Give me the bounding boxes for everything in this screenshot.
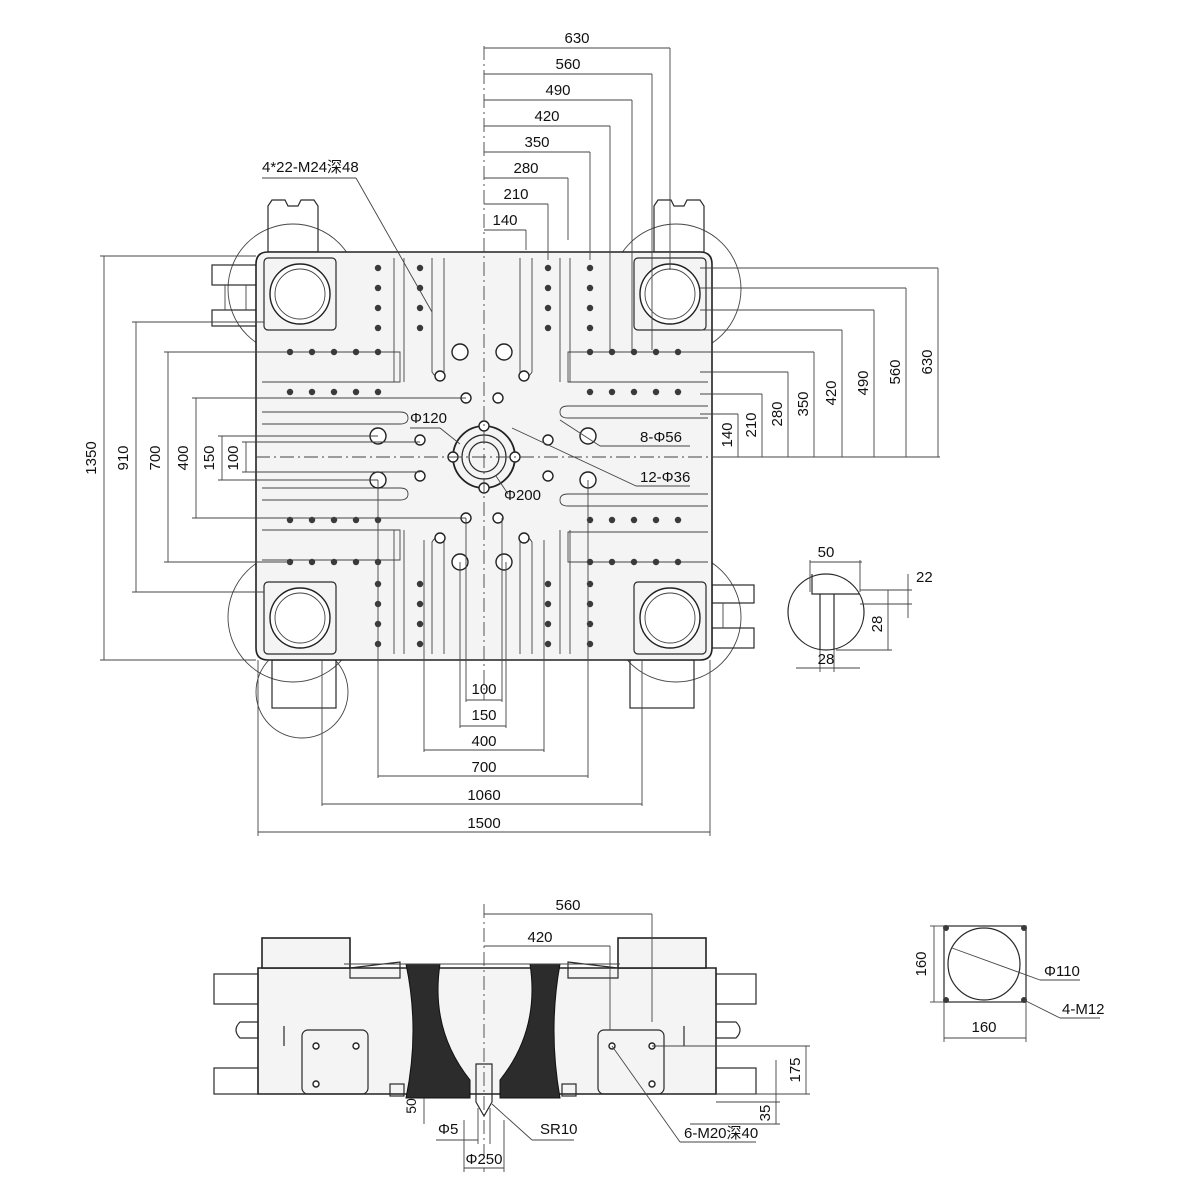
cavity-left [405,963,471,1099]
cavity-right [499,963,561,1099]
dim-left-910: 910 [115,445,132,470]
dim-bottom-150: 150 [471,707,496,724]
side-top-block-right [617,937,707,969]
label-holes-small: 12-Φ36 [640,469,690,486]
tab-br-2 [711,627,755,649]
dim-right-350: 350 [795,391,812,416]
label-flange-diameter: Φ110 [1044,963,1080,980]
dim-left-1350: 1350 [83,441,100,474]
dim-top-140: 140 [492,212,517,229]
dim-right-560: 560 [887,359,904,384]
lower-block-left [271,659,337,709]
dim-top-280: 280 [513,160,538,177]
dim-bottom-700: 700 [471,759,496,776]
side-top-block-left [261,937,351,969]
dim-right-490: 490 [855,370,872,395]
dim-right-210: 210 [743,412,760,437]
dim-slot-lip: 22 [916,569,933,586]
label-platen-ring: Φ200 [504,487,541,504]
lower-block-right [629,659,695,709]
dim-side-560: 560 [555,897,580,914]
label-flange-screws: 4-M12 [1062,1001,1105,1018]
label-side-threads: 6-M20深40 [684,1125,758,1142]
dim-top-210: 210 [503,186,528,203]
dim-side-phi5: Φ5 [438,1121,458,1138]
dim-side-35: 35 [757,1105,774,1122]
right-dimension-chain: 630 560 490 420 350 280 210 140 [700,267,940,458]
flange-detail: 160 160 Φ110 4-M12 [913,925,1105,1042]
dim-top-560: 560 [555,56,580,73]
dim-side-50: 50 [403,1098,419,1114]
dim-right-420: 420 [823,380,840,405]
label-tapped-holes: 4*22-M24深48 [262,159,359,176]
dim-side-phi250: Φ250 [466,1151,503,1168]
tab-br-1 [711,584,755,604]
side-body [257,967,717,1095]
dim-side-175: 175 [787,1057,804,1082]
side-view: 560 420 175 35 50 Φ5 SR10 Φ250 6-M20深40 [213,897,810,1172]
top-view-callouts: 4*22-M24深48 Φ120 Φ200 8-Φ56 12-Φ36 [262,159,690,504]
dim-right-630: 630 [919,349,936,374]
dim-bottom-100: 100 [471,681,496,698]
dim-left-400: 400 [175,445,192,470]
dim-flange-height: 160 [913,951,930,976]
label-center-ring: Φ120 [410,410,447,427]
dim-left-700: 700 [147,445,164,470]
dim-top-350: 350 [524,134,549,151]
dim-right-280: 280 [769,401,786,426]
dim-top-420: 420 [534,108,559,125]
dim-side-sr10: SR10 [540,1121,578,1138]
top-view: 630 560 490 420 350 280 210 140 [83,30,940,836]
bottom-dimension-chain: 100 150 400 700 1060 1500 [257,480,711,836]
dim-right-140: 140 [719,422,736,447]
dim-slot-bottom: 28 [818,651,835,668]
dim-slot-depth: 28 [869,616,886,633]
dim-left-150: 150 [201,445,218,470]
dim-top-630: 630 [564,30,589,47]
t-slot-detail: 50 22 28 28 [787,544,933,672]
nozzle [475,1063,493,1118]
top-dimension-chain: 630 560 490 420 350 280 210 140 [484,30,671,350]
left-dimension-chain: 1350 910 700 400 150 100 [83,255,466,661]
tie-bar-holes [263,257,707,655]
dim-slot-width: 50 [818,544,835,561]
dim-bottom-400: 400 [471,733,496,750]
dim-side-420: 420 [527,929,552,946]
dim-flange-width: 160 [971,1019,996,1036]
dim-left-100: 100 [225,445,242,470]
dim-bottom-1500: 1500 [467,815,500,832]
tab-tl-1 [211,264,259,286]
dim-top-490: 490 [545,82,570,99]
label-holes-large: 8-Φ56 [640,429,682,446]
dim-bottom-1060: 1060 [467,787,500,804]
